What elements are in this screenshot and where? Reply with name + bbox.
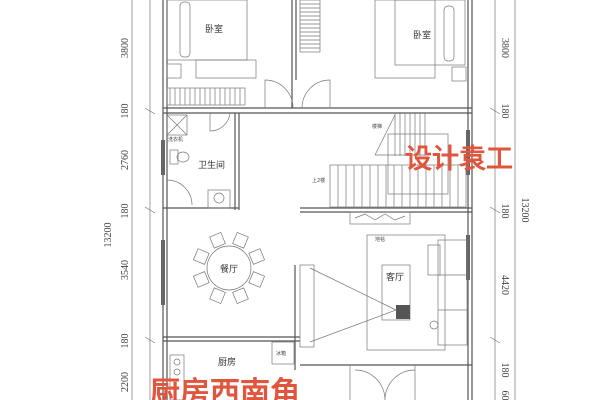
dim-right-2: 180 [499,104,510,119]
dining-chair [232,231,249,249]
room-label-kitchen: 厨房 [218,356,236,368]
up-second-floor-label: 上2楼 [312,177,325,184]
dim-left-total: 13200 [103,223,114,248]
dim-right-3: 180 [499,204,510,219]
room-label-bathroom: 卫生间 [198,159,225,171]
stairs-label: 楼梯 [372,123,382,130]
room-label-dining: 餐厅 [220,263,238,275]
dining-chair [248,271,266,288]
closet-left [166,87,246,106]
fridge-label: 冰箱 [276,350,286,357]
dim-left-6: 180 [120,334,131,349]
dim-left-5: 3540 [120,260,131,280]
dim-right-total: 13200 [519,198,530,223]
living-room: 地毯 客厅 [299,211,468,351]
dining-table: 餐厅 [192,231,266,305]
room-label-bedroom-right: 卧室 [413,29,431,41]
bathroom: 洗衣机 卫生间 [166,112,231,209]
dining-chair [248,248,266,265]
dim-right-1: 3800 [499,38,510,58]
staircase: 楼梯 上2楼 [312,113,467,208]
kitchen: 冰箱 厨房 [169,341,416,400]
dimension-lines-right [489,0,516,400]
dim-left-1: 3800 [120,38,131,58]
dim-left-2: 180 [120,104,131,119]
dim-right-4: 4420 [499,275,510,295]
door-swing [264,79,294,109]
closet-hallway [299,0,321,53]
dining-chair [209,231,226,249]
designer-watermark: 设计袁工 [405,144,513,175]
dining-chair [192,271,210,288]
carpet-label: 地毯 [375,236,385,243]
dining-chair [232,287,249,305]
bedroom-left: 卧室 [166,0,257,79]
dining-chair [192,248,210,265]
bedroom-right: 卧室 [374,0,467,82]
dining-chair [209,287,226,305]
dim-left-3: 2760 [120,150,131,170]
dim-left-4: 180 [120,204,131,219]
door-swing [301,79,331,109]
dimension-lines-left [131,0,156,400]
dim-right-5: 180 [499,363,510,378]
room-label-bedroom-left: 卧室 [205,23,223,35]
caption-overlay: 厨房西南角 [150,376,300,400]
room-label-living: 客厅 [386,271,404,283]
dim-right-6: 600 [499,391,510,400]
washer-label: 洗衣机 [168,136,183,143]
dim-left-7: 2200 [120,372,131,392]
